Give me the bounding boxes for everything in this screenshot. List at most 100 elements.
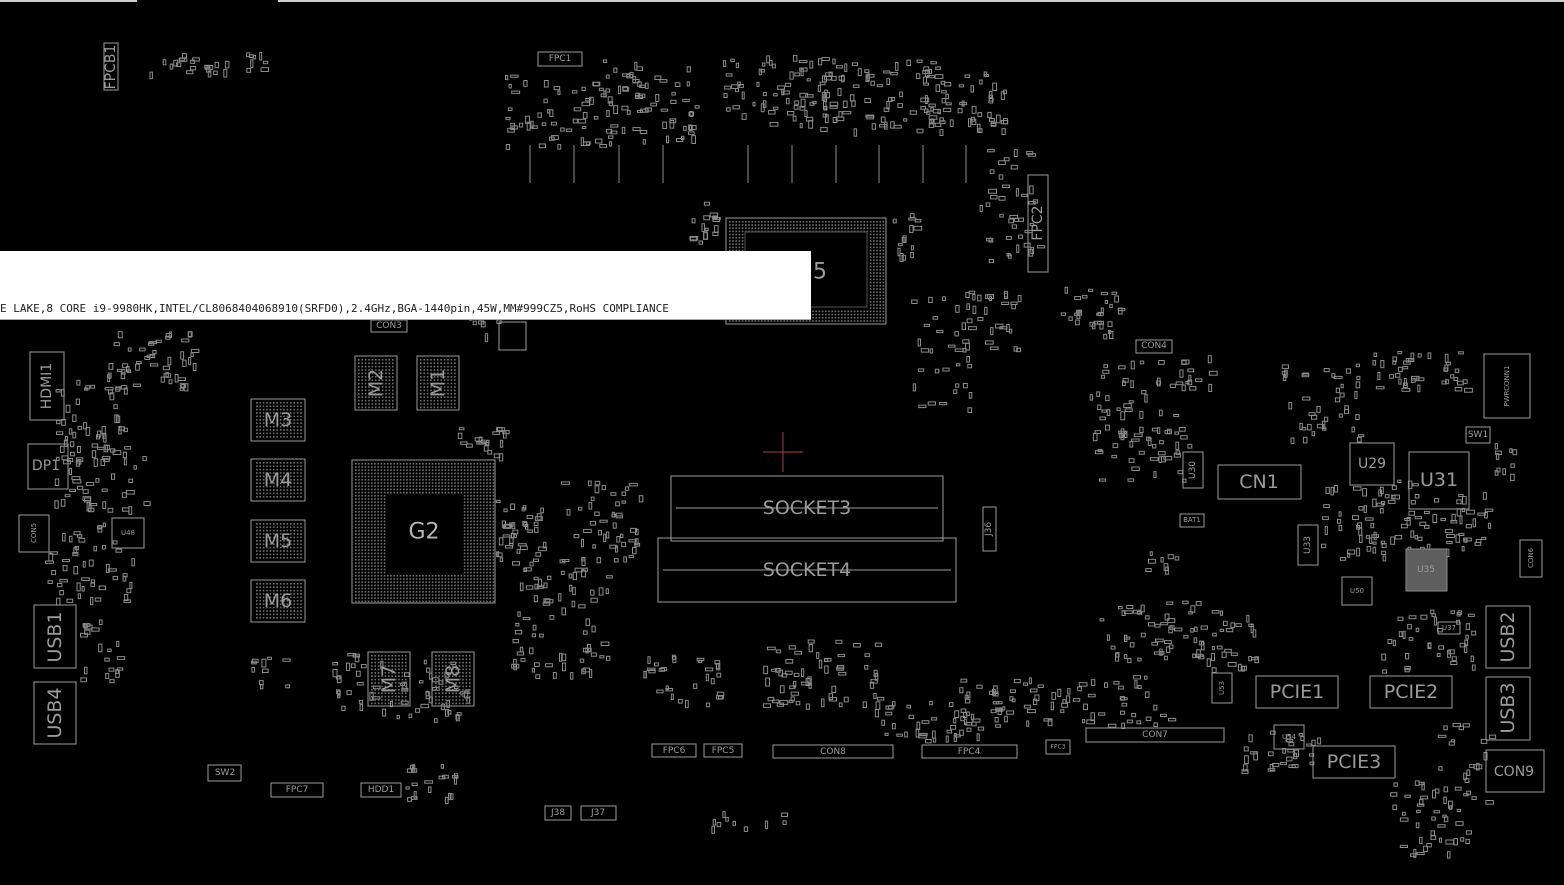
smd-pad [1281, 364, 1289, 369]
g2-ball [486, 507, 488, 510]
m4-ball [262, 472, 265, 474]
g2-ball [486, 600, 488, 603]
smd-pad [1010, 164, 1018, 170]
m4-ball [276, 468, 278, 471]
smd-pad [545, 663, 553, 668]
m3-ball [269, 415, 272, 418]
m4-ball [279, 475, 282, 478]
smd-pad [1159, 648, 1163, 656]
smd-pad [1363, 505, 1367, 514]
u5-ball [834, 317, 837, 319]
smd-pad [517, 611, 521, 617]
m8-ball [469, 675, 471, 677]
smd-pad [1356, 375, 1361, 380]
smd-pad [547, 109, 551, 114]
g2-ball [492, 597, 495, 599]
smd-pad [799, 106, 806, 111]
smd-pad [1004, 715, 1008, 723]
g2-ball [403, 600, 405, 603]
u5-ball [879, 221, 881, 223]
g2-ball [374, 491, 376, 494]
u5-ball [882, 243, 885, 245]
g2-ball [374, 479, 376, 481]
m1-ball [430, 403, 432, 405]
smd-pad [1356, 525, 1361, 530]
m6-ball [262, 606, 265, 609]
smd-pad [1188, 374, 1192, 382]
m5-ball [273, 533, 275, 535]
u5-ball [834, 320, 837, 322]
smd-pad [625, 486, 630, 491]
smd-pad [1127, 478, 1135, 482]
smd-pad [677, 698, 683, 704]
u5-ball [821, 227, 824, 229]
m7-ball [384, 668, 387, 671]
smd-pad [962, 383, 968, 389]
g2-ball [451, 485, 453, 487]
m1-ball [454, 389, 456, 392]
u5-ball [729, 249, 731, 252]
g2-ball [358, 533, 360, 535]
u5-ball [738, 320, 741, 322]
u5-ball [863, 317, 865, 319]
m7-ball [401, 665, 404, 667]
m4-ball [300, 492, 302, 495]
smd-pad [1133, 675, 1141, 680]
m6-ball [256, 583, 258, 585]
m6-ball [262, 600, 265, 602]
m5-ball [262, 540, 265, 542]
m4-ball [262, 489, 265, 491]
m3-ball [273, 429, 275, 431]
g2-ball [483, 587, 485, 590]
m2-ball [378, 393, 380, 395]
smd-pad [56, 583, 63, 588]
g2-ball [457, 578, 459, 580]
u5-ball [815, 227, 817, 229]
g2-ball [374, 552, 376, 555]
u5-ball [757, 227, 760, 229]
m1-ball [437, 396, 439, 398]
g2-ball [470, 523, 472, 526]
smd-pad [1077, 686, 1082, 692]
smd-pad [1127, 658, 1132, 664]
g2-ball [451, 491, 453, 494]
m7-ball [384, 665, 387, 667]
smd-pad [1407, 480, 1413, 490]
smd-pad [516, 651, 525, 656]
g2-ball [470, 501, 472, 503]
smd-pad [1216, 645, 1223, 650]
smd-pad [1130, 360, 1135, 370]
m4-ball [300, 485, 302, 488]
g2-ball [489, 488, 491, 491]
smd-pad [613, 558, 619, 563]
u5-ball [741, 224, 744, 226]
m3-ball [286, 402, 289, 404]
m5-ball [283, 546, 285, 549]
smd-pad [785, 82, 792, 87]
g2-ball [467, 523, 469, 526]
g2-ball [355, 466, 357, 468]
smd-pad [400, 700, 409, 705]
g2-ball [483, 555, 485, 558]
m8-ball [445, 682, 447, 684]
smd-pad [626, 110, 631, 115]
g2-ball [377, 591, 379, 593]
smd-pad [716, 691, 725, 697]
m3-ball [269, 425, 272, 428]
m5-ball [273, 526, 275, 528]
smd-pad [800, 98, 806, 108]
g2-ball [406, 485, 408, 487]
u5-ball [793, 221, 795, 223]
g2-ball [489, 581, 491, 583]
g2-ball [419, 587, 421, 590]
smd-pad [801, 668, 805, 677]
u5-ball [815, 317, 817, 319]
m7-ball [388, 695, 390, 698]
g2-ball [447, 594, 450, 596]
m8-ball [435, 672, 437, 674]
g2-ball [380, 514, 383, 516]
m8-ball [435, 685, 437, 688]
g2-ball [486, 466, 488, 468]
m2-ball [375, 406, 377, 409]
